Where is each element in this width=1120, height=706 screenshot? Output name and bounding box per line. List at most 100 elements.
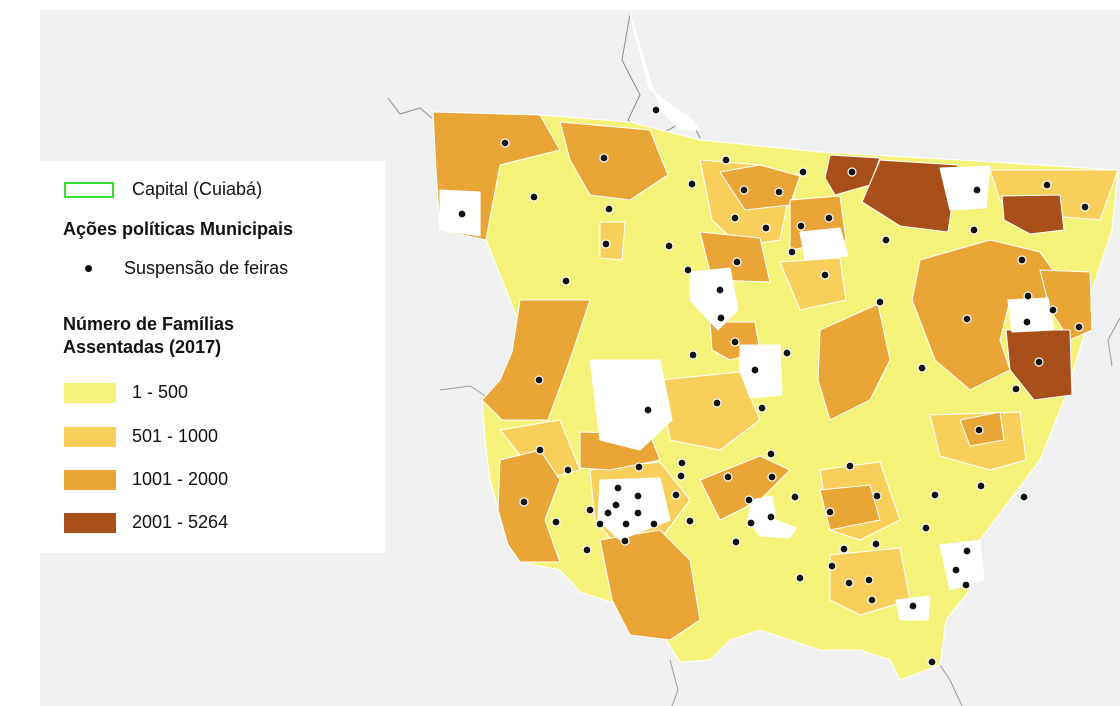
legend-families-title: Número de Famílias Assentadas (2017) <box>63 313 234 359</box>
feira-dot-71 <box>551 517 561 527</box>
nodata-5 <box>739 344 783 399</box>
feira-dot-62 <box>611 500 621 510</box>
feira-dot-92 <box>867 595 877 605</box>
feira-dot-58 <box>767 472 777 482</box>
feira-dot-26 <box>732 257 742 267</box>
muni-light-orange-4 <box>779 257 847 311</box>
nodata-6 <box>589 359 673 451</box>
feira-dot-81 <box>746 518 756 528</box>
muni-orange-north-1 <box>559 121 669 201</box>
feira-dot-25 <box>1017 255 1027 265</box>
muni-orange-west-1 <box>481 299 591 421</box>
feira-dot-85 <box>839 544 849 554</box>
legend-class-row-4: 2001 - 5264 <box>36 512 228 533</box>
legend-feira-label: Suspensão de feiras <box>124 258 289 278</box>
muni-light-orange-9 <box>659 371 761 451</box>
legend-capital-label: Capital (Cuiabá) <box>132 179 263 199</box>
feira-dot-42 <box>917 363 927 373</box>
feira-dot-21 <box>969 225 979 235</box>
legend-actions-title-row: Ações políticas Municipais <box>63 218 293 241</box>
feira-dot-6 <box>847 167 857 177</box>
feira-dot-77 <box>872 491 882 501</box>
feira-dot-49 <box>974 425 984 435</box>
feira-dot-66 <box>633 508 643 518</box>
feira-dot-59 <box>519 497 529 507</box>
feira-dot-1 <box>651 105 661 115</box>
feira-dot-17 <box>761 223 771 233</box>
feira-dot-94 <box>961 580 971 590</box>
feira-dot-34 <box>1022 317 1032 327</box>
legend-feira-row: Suspensão de feiras <box>36 258 288 279</box>
legend-actions-title: Ações políticas Municipais <box>63 219 294 239</box>
river-south <box>669 659 679 706</box>
feira-dot-10 <box>529 192 539 202</box>
legend-class-swatch-1 <box>64 382 116 403</box>
muni-dark-north-2 <box>861 159 959 233</box>
feira-dot-39 <box>782 348 792 358</box>
nodata-north-spur <box>629 13 701 131</box>
legend-class-label-1: 1 - 500 <box>132 382 189 402</box>
feira-dot-14 <box>1080 202 1090 212</box>
legend-class-swatch-4 <box>64 512 116 533</box>
nodata-1 <box>939 165 991 211</box>
feira-dot-93 <box>951 565 961 575</box>
feira-dot-40 <box>688 350 698 360</box>
feira-dot-56 <box>676 471 686 481</box>
map-frame <box>40 10 1120 706</box>
muni-orange-south <box>819 484 881 531</box>
feira-dot-76 <box>825 507 835 517</box>
feira-dot-78 <box>930 490 940 500</box>
feira-dot-30 <box>715 285 725 295</box>
feira-dot-86 <box>871 539 881 549</box>
feira-dot-24 <box>787 247 797 257</box>
feira-dot-90 <box>844 578 854 588</box>
feira-dot-60 <box>613 483 623 493</box>
feira-dot-88 <box>795 573 805 583</box>
feira-dot-13 <box>1042 180 1052 190</box>
feira-dot-18 <box>796 221 806 231</box>
feira-dot-75 <box>790 492 800 502</box>
feira-dot-29 <box>561 276 571 286</box>
feira-dot-5 <box>798 167 808 177</box>
feira-dot-89 <box>827 561 837 571</box>
feira-dot-64 <box>671 490 681 500</box>
feira-dot-8 <box>739 185 749 195</box>
feira-dot-43 <box>534 375 544 385</box>
muni-orange-east-1 <box>911 239 1061 391</box>
feira-dot-32 <box>1023 291 1033 301</box>
feira-dot-4 <box>721 155 731 165</box>
feira-dot-36 <box>716 313 726 323</box>
map-legend: Capital (Cuiabá) Ações políticas Municip… <box>36 161 386 553</box>
feira-dot-31 <box>875 297 885 307</box>
feira-dot-33 <box>1048 305 1058 315</box>
feira-dot-27 <box>820 270 830 280</box>
muni-orange-southwest <box>599 529 701 641</box>
nodata-8 <box>939 539 985 591</box>
legend-class-row-3: 1001 - 2000 <box>36 469 228 490</box>
feira-dot-23 <box>664 241 674 251</box>
feira-dot-80 <box>1019 492 1029 502</box>
feira-dot-83 <box>921 523 931 533</box>
legend-families-title-line1: Número de Famílias <box>63 314 235 334</box>
feira-dot-41 <box>1034 357 1044 367</box>
nodata-4 <box>1007 297 1055 333</box>
feira-dot-65 <box>603 508 613 518</box>
muni-orange-west-2 <box>497 449 561 563</box>
feira-dot-38 <box>730 337 740 347</box>
feira-dot-45 <box>1011 384 1021 394</box>
legend-class-row-2: 501 - 1000 <box>36 426 218 447</box>
choropleth-map <box>387 13 1120 706</box>
muni-orange-north-2 <box>719 164 801 211</box>
feira-dot-37 <box>962 314 972 324</box>
feira-dot-87 <box>962 546 972 556</box>
muni-dark-northeast <box>1001 194 1065 235</box>
feira-dot-2 <box>500 138 510 148</box>
legend-class-swatch-3 <box>64 469 116 490</box>
legend-class-swatch-2 <box>64 426 116 447</box>
feira-dot-51 <box>563 465 573 475</box>
feira-dot-82 <box>766 512 776 522</box>
feira-dot-22 <box>601 239 611 249</box>
legend-families-title-line2: Assentadas (2017) <box>63 337 222 357</box>
feira-dot-48 <box>757 403 767 413</box>
feira-dot-35 <box>1074 322 1084 332</box>
